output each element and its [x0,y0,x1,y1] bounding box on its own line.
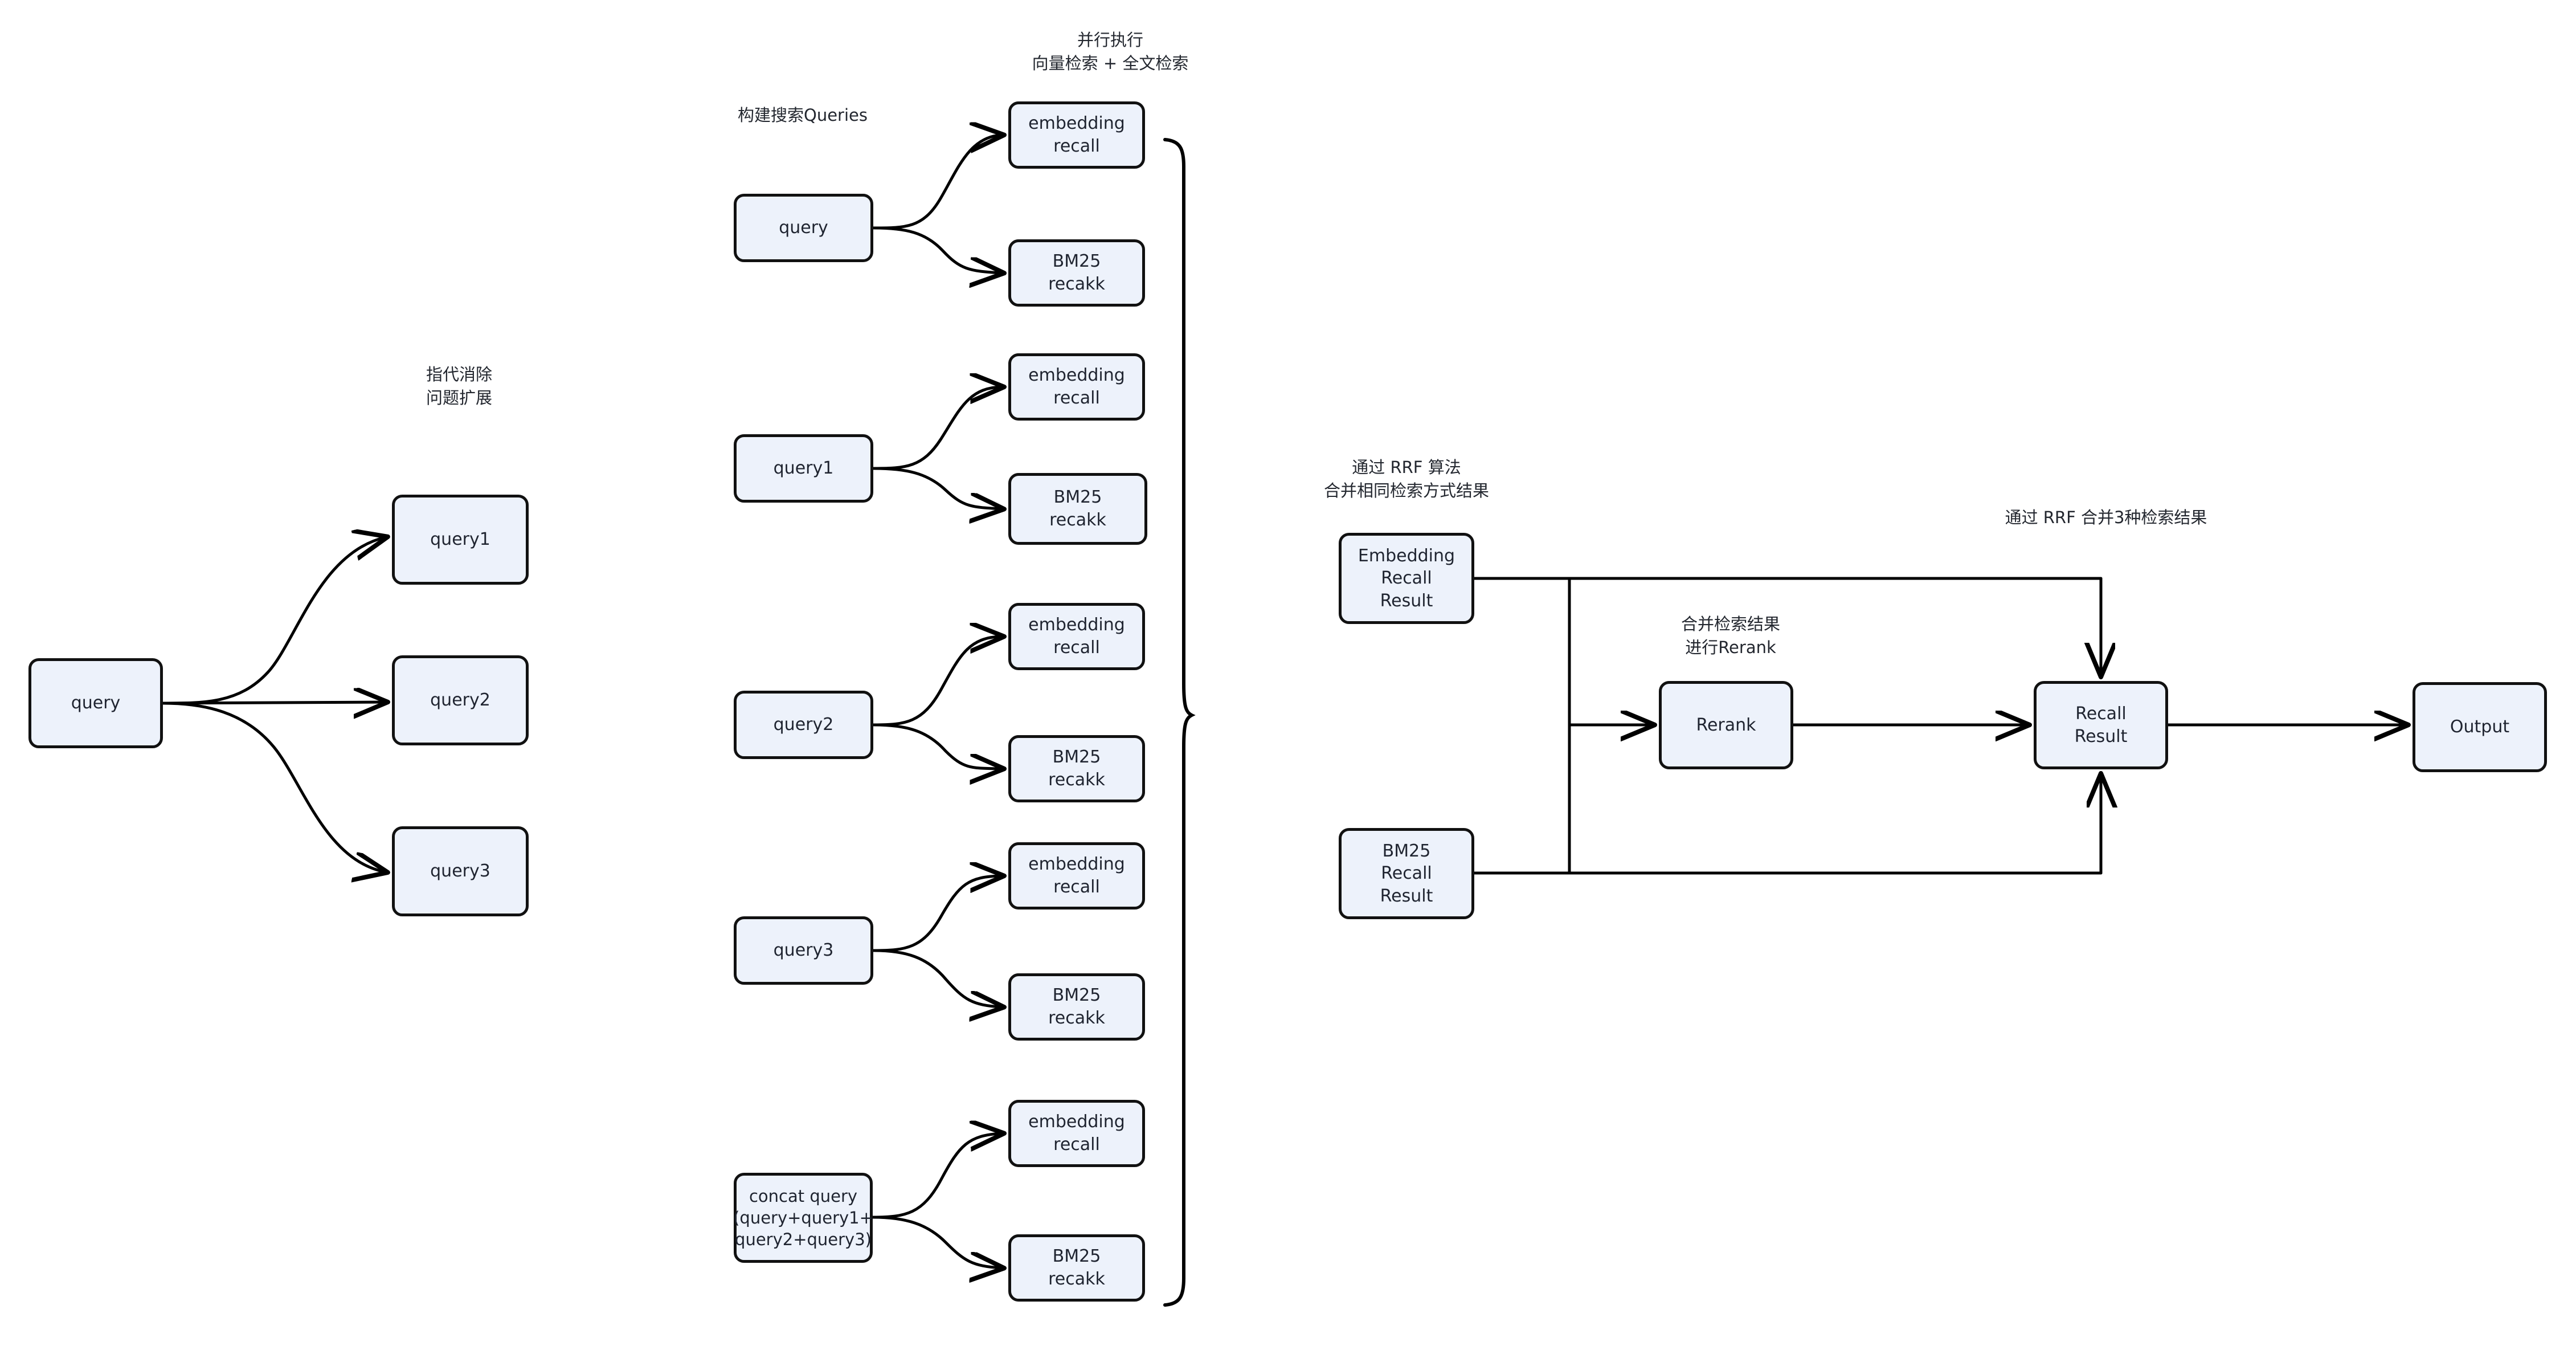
node-embedding-recall-2[interactable]: embedding recall [1008,353,1145,421]
note-merge-rerank: 合并检索结果 进行Rerank [1680,614,1781,658]
node-recall-result[interactable]: Recall Result [2034,681,2168,769]
edge-midquery2-to-bm253 [872,723,1001,769]
note-rrf-three-results: 通过 RRF 合并3种检索结果 [2005,508,2207,527]
node-embedding-recall-5[interactable]: embedding recall [1008,1100,1145,1167]
edge-midquery3-to-bm254 [872,949,1001,1007]
note-rrf-same-method: 通过 RRF 算法 合并相同检索方式结果 [1323,458,1490,501]
node-query1-left[interactable]: query1 [392,495,529,585]
node-embedding-recall-3[interactable]: embedding recall [1008,603,1145,670]
edge-midquery3-to-emb4 [872,876,1001,952]
note-parallel-exec: 并行执行 向量检索 + 全文检索 [1032,30,1189,74]
parallel-brace [1163,138,1196,1307]
node-mid-query2[interactable]: query2 [734,691,873,759]
edge-query-to-query3 [161,702,385,872]
node-bm25-recall-2[interactable]: BM25 recakk [1008,473,1147,545]
node-query2-left[interactable]: query2 [392,655,529,745]
note-coref-expansion: 指代消除 问题扩展 [426,365,493,408]
node-mid-query3[interactable]: query3 [734,916,873,985]
node-bm25-recall-3[interactable]: BM25 recakk [1008,735,1145,802]
node-output[interactable]: Output [2413,682,2547,772]
edge-query-to-query1 [161,537,385,705]
node-bm25-recall-5[interactable]: BM25 recakk [1008,1234,1145,1302]
node-embedding-recall-4[interactable]: embedding recall [1008,842,1145,910]
node-mid-query[interactable]: query [734,194,873,262]
node-mid-concat[interactable]: concat query (query+query1+ query2+query… [733,1173,873,1263]
node-rerank[interactable]: Rerank [1659,681,1793,769]
node-query-root[interactable]: query [28,658,163,748]
node-bm25-recall-result[interactable]: BM25 Recall Result [1339,828,1474,919]
node-query3-left[interactable]: query3 [392,826,529,916]
edge-concat-to-emb5 [871,1133,1001,1219]
node-bm25-recall-1[interactable]: BM25 recakk [1008,239,1145,307]
edge-midquery1-to-emb2 [872,387,1001,470]
node-mid-query1[interactable]: query1 [734,434,873,503]
edge-concat-to-bm255 [871,1216,1001,1268]
node-embedding-recall-1[interactable]: embedding recall [1008,101,1145,169]
note-build-queries: 构建搜索Queries [738,105,868,125]
edge-midquery-to-emb1 [872,135,1001,230]
edge-midquery1-to-bm252 [872,467,1001,509]
node-embedding-recall-result[interactable]: Embedding Recall Result [1339,533,1474,624]
edge-query-to-query2 [161,702,385,703]
edge-midquery2-to-emb3 [872,637,1001,727]
edge-midquery-to-bm251 [872,226,1001,273]
node-bm25-recall-4[interactable]: BM25 recakk [1008,973,1145,1041]
